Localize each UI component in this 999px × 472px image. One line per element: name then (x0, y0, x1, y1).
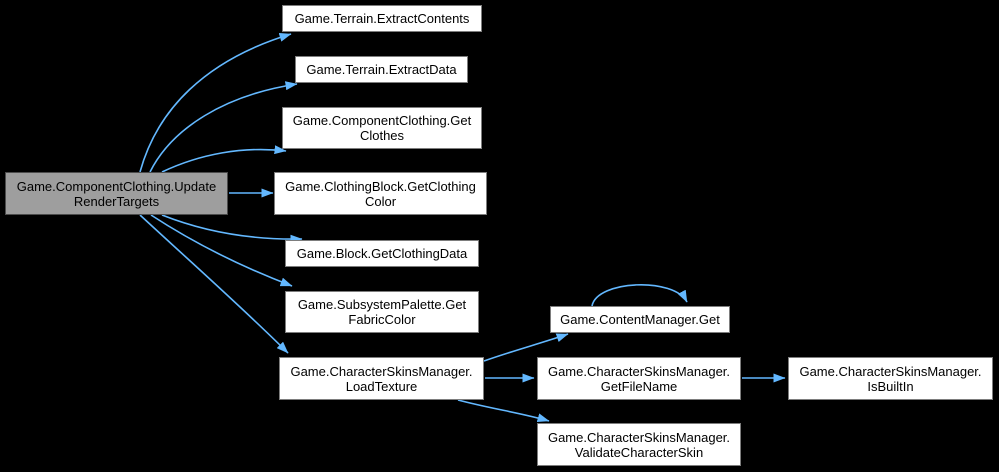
node-validate-character-skin[interactable]: Game.CharacterSkinsManager. ValidateChar… (537, 423, 741, 466)
edge-update-to-get-fabric-color (150, 214, 293, 287)
node-label: RenderTargets (73, 193, 160, 209)
node-content-manager-get[interactable]: Game.ContentManager.Get (550, 306, 730, 333)
node-label: GetFileName (600, 378, 678, 394)
node-label: Game.CharacterSkinsManager. (547, 429, 731, 445)
node-label: Clothes (359, 128, 405, 143)
edge-update-to-load-texture (139, 214, 289, 354)
edge-update-to-get-clothes (161, 145, 287, 173)
node-label: Game.ClothingBlock.GetClothing (285, 178, 476, 194)
node-get-file-name[interactable]: Game.CharacterSkinsManager. GetFileName (537, 357, 741, 400)
node-label: IsBuiltIn (867, 378, 914, 394)
edge-update-to-get-clothing-data (161, 214, 303, 244)
edge-update-to-extract-contents (139, 33, 292, 173)
node-label: Game.ComponentClothing.Update (16, 178, 217, 194)
node-get-clothing-data[interactable]: Game.Block.GetClothingData (285, 240, 479, 267)
node-label: Game.CharacterSkinsManager. (799, 363, 982, 379)
node-extract-data[interactable]: Game.Terrain.ExtractData (295, 56, 468, 83)
node-label: Game.ComponentClothing.Get (292, 113, 472, 128)
edge-update-to-extract-data (149, 81, 298, 173)
node-label: FabricColor (348, 312, 416, 327)
node-extract-contents[interactable]: Game.Terrain.ExtractContents (282, 5, 482, 32)
node-get-clothes[interactable]: Game.ComponentClothing.Get Clothes (282, 107, 482, 149)
node-label: Game.ContentManager.Get (560, 312, 720, 327)
node-load-texture[interactable]: Game.CharacterSkinsManager. LoadTexture (279, 357, 484, 400)
edge-load-texture-to-content-manager-get (483, 333, 569, 362)
node-label: Game.CharacterSkinsManager. (290, 363, 473, 379)
node-is-built-in[interactable]: Game.CharacterSkinsManager. IsBuiltIn (788, 357, 993, 400)
node-update-render-targets[interactable]: Game.ComponentClothing.Update RenderTarg… (5, 172, 228, 215)
node-label: Game.Terrain.ExtractContents (294, 11, 470, 26)
node-label: Game.CharacterSkinsManager. (547, 363, 731, 379)
node-get-fabric-color[interactable]: Game.SubsystemPalette.Get FabricColor (285, 291, 479, 333)
node-label: Game.Terrain.ExtractData (306, 62, 457, 77)
node-label: LoadTexture (345, 378, 418, 394)
node-label: Color (364, 193, 397, 209)
node-label: Game.Block.GetClothingData (296, 246, 468, 261)
edge-load-texture-to-validate-character-skin (457, 399, 550, 423)
node-label: Game.SubsystemPalette.Get (297, 297, 467, 312)
edge-content-manager-get-self-loop (591, 284, 688, 307)
node-get-clothing-color[interactable]: Game.ClothingBlock.GetClothing Color (274, 172, 487, 215)
node-label: ValidateCharacterSkin (574, 444, 704, 460)
